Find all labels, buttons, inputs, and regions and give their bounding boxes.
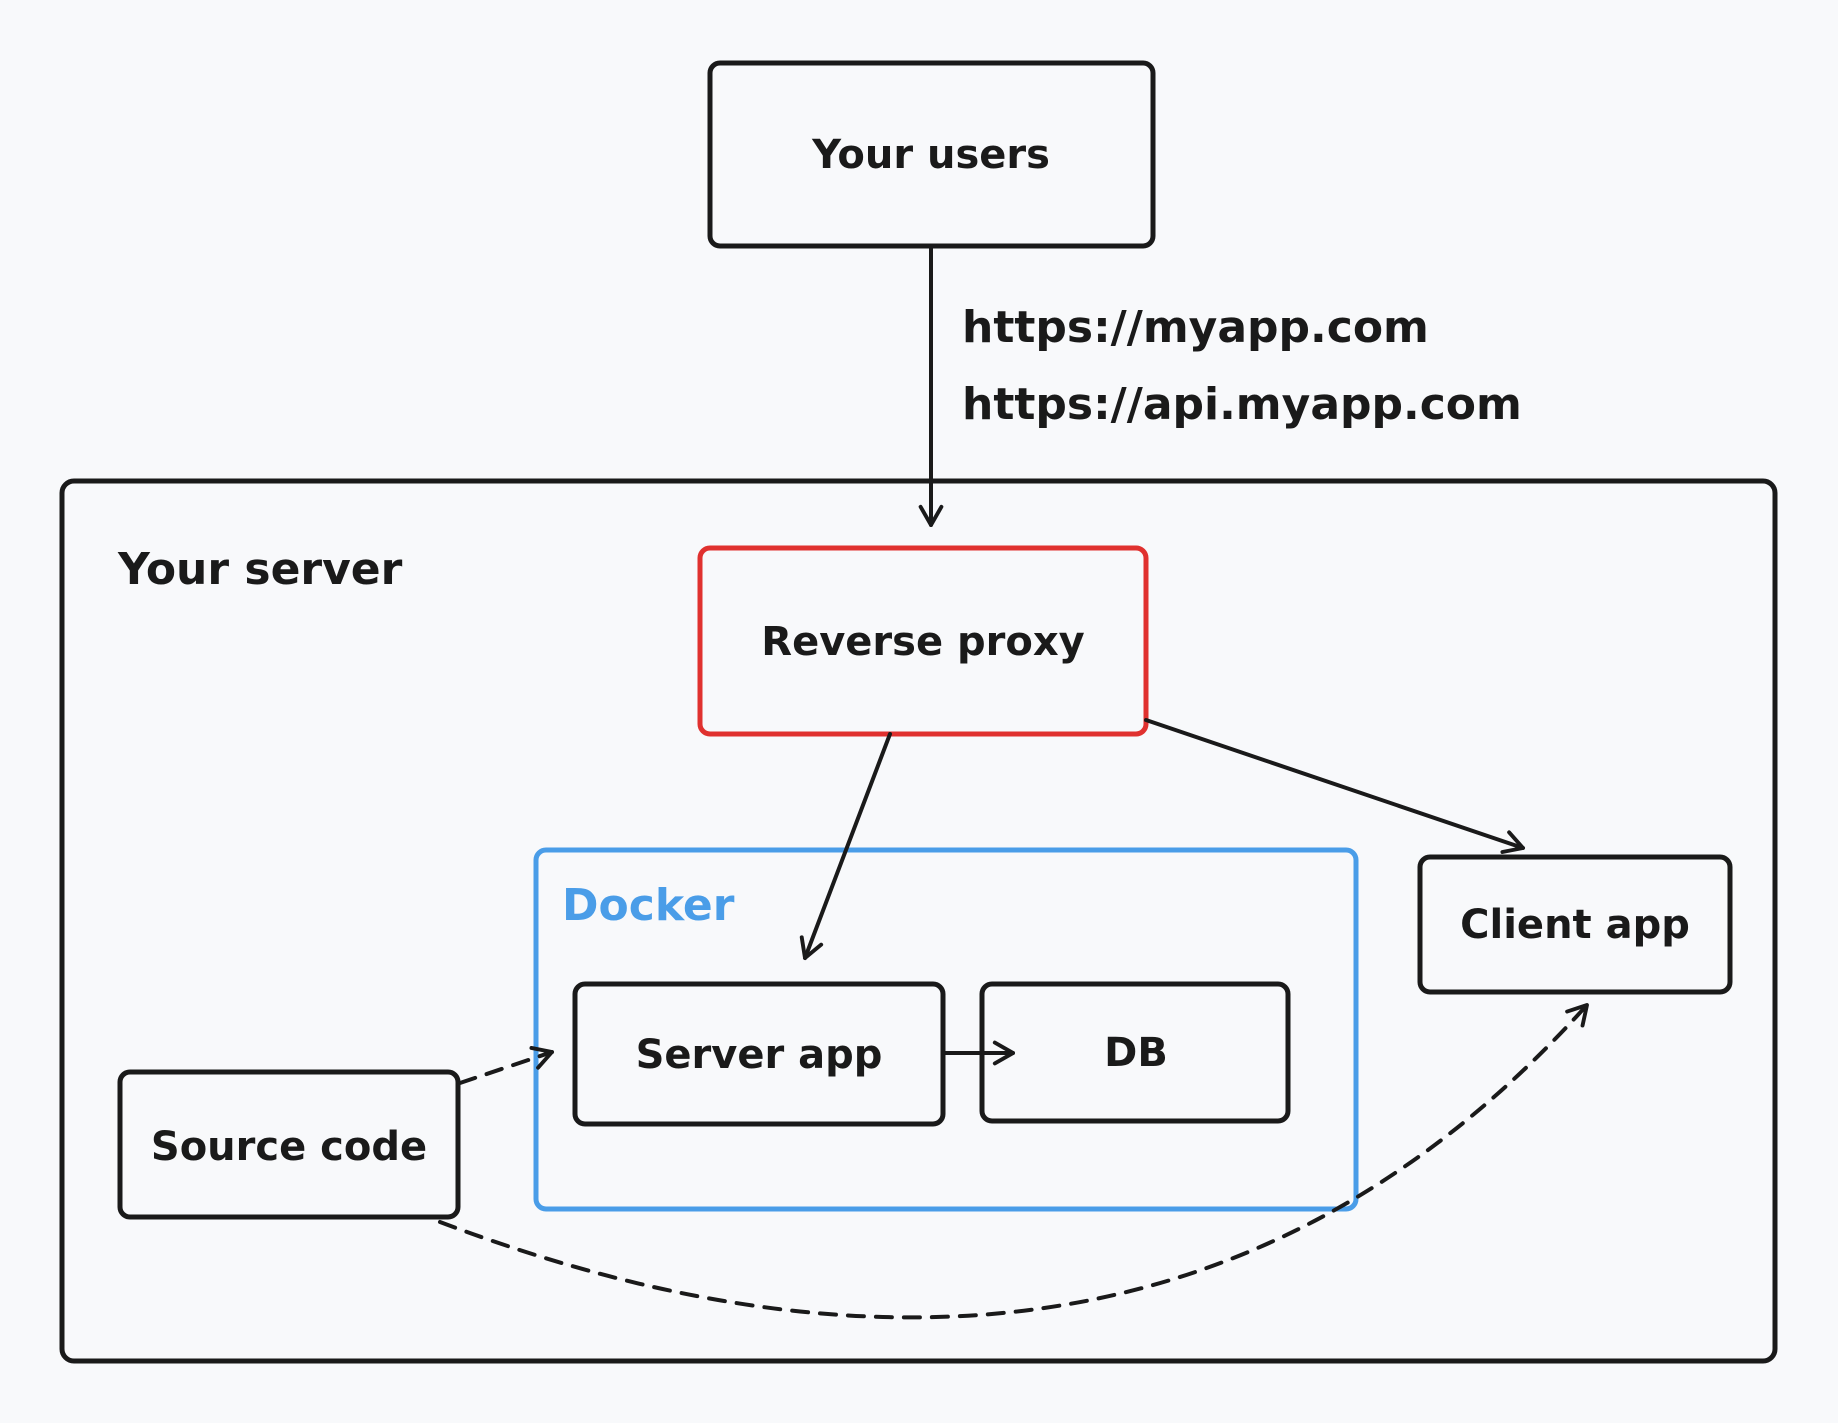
source-to-server-app-dashed-arrow bbox=[458, 1046, 554, 1085]
proxy-to-server-app-arrow bbox=[799, 732, 892, 960]
users-label: Your users bbox=[811, 132, 1050, 178]
source-code-label: Source code bbox=[151, 1124, 427, 1170]
proxy-to-client-app-arrow bbox=[1144, 718, 1525, 854]
source-to-client-app-dashed-arrow bbox=[438, 1003, 1589, 1320]
url-label-api: https://api.myapp.com bbox=[962, 379, 1522, 430]
server-container bbox=[59, 478, 1778, 1364]
db-label: DB bbox=[1104, 1030, 1168, 1076]
source-code-box bbox=[117, 1069, 461, 1220]
reverse-proxy-box bbox=[697, 545, 1149, 737]
server-label: Your server bbox=[117, 544, 403, 595]
server-app-label: Server app bbox=[636, 1032, 883, 1078]
client-app-label: Client app bbox=[1460, 902, 1690, 948]
client-app-box bbox=[1417, 854, 1733, 995]
users-box bbox=[707, 60, 1156, 249]
url-label-main: https://myapp.com bbox=[962, 302, 1429, 353]
docker-container bbox=[533, 847, 1359, 1212]
reverse-proxy-label: Reverse proxy bbox=[761, 619, 1084, 665]
docker-label: Docker bbox=[562, 880, 735, 931]
